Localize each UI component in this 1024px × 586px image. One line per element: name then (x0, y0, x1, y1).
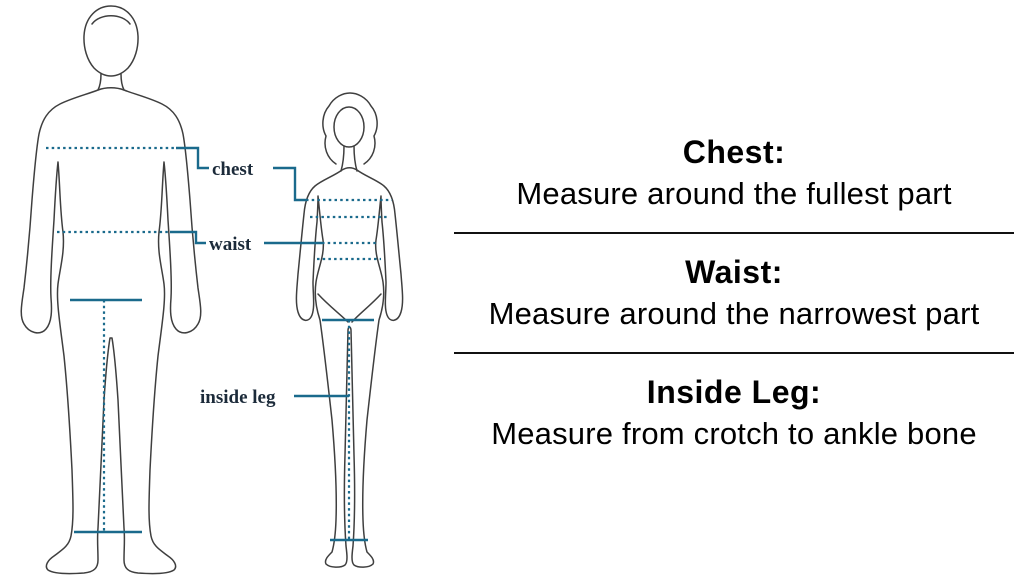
waist-instruction-text: Measure around the narrowest part (488, 296, 980, 331)
chest-instruction-text: Measure around the fullest part (516, 176, 952, 211)
measurement-diagram-svg: chest waist inside leg (20, 5, 404, 575)
male-hairline (91, 15, 131, 25)
inside-leg-instruction-title: Inside Leg: (646, 374, 822, 410)
female-silhouette (295, 92, 404, 568)
male-neck (97, 73, 125, 91)
chest-bracket-left (176, 146, 209, 170)
instruction-panel: Chest: Measure around the fullest part W… (452, 0, 1016, 586)
female-swimsuit-line (317, 293, 382, 323)
male-silhouette (20, 5, 202, 575)
chest-instruction-title: Chest: (682, 134, 786, 170)
female-hair (322, 92, 378, 165)
measurement-labels: chest waist inside leg (200, 159, 276, 408)
male-body (20, 87, 202, 575)
female-body (295, 167, 404, 568)
chest-bracket-right (273, 166, 306, 202)
inside-leg-label: inside leg (200, 387, 276, 408)
divider-2 (454, 352, 1014, 354)
chest-instruction: Chest: Measure around the fullest part (454, 134, 1014, 212)
inside-leg-instruction-text: Measure from crotch to ankle bone (491, 416, 977, 451)
divider-1 (454, 232, 1014, 234)
waist-label: waist (209, 234, 252, 255)
inside-leg-instruction: Inside Leg: Measure from crotch to ankle… (454, 374, 1014, 452)
measurement-lines (46, 146, 392, 542)
waist-instruction-title: Waist: (685, 254, 783, 290)
chest-label: chest (212, 159, 254, 180)
body-measurement-diagram: chest waist inside leg (0, 0, 450, 586)
male-head (83, 5, 139, 77)
waist-instruction: Waist: Measure around the narrowest part (454, 254, 1014, 332)
female-head (333, 106, 365, 148)
waist-bracket-left (170, 230, 206, 245)
